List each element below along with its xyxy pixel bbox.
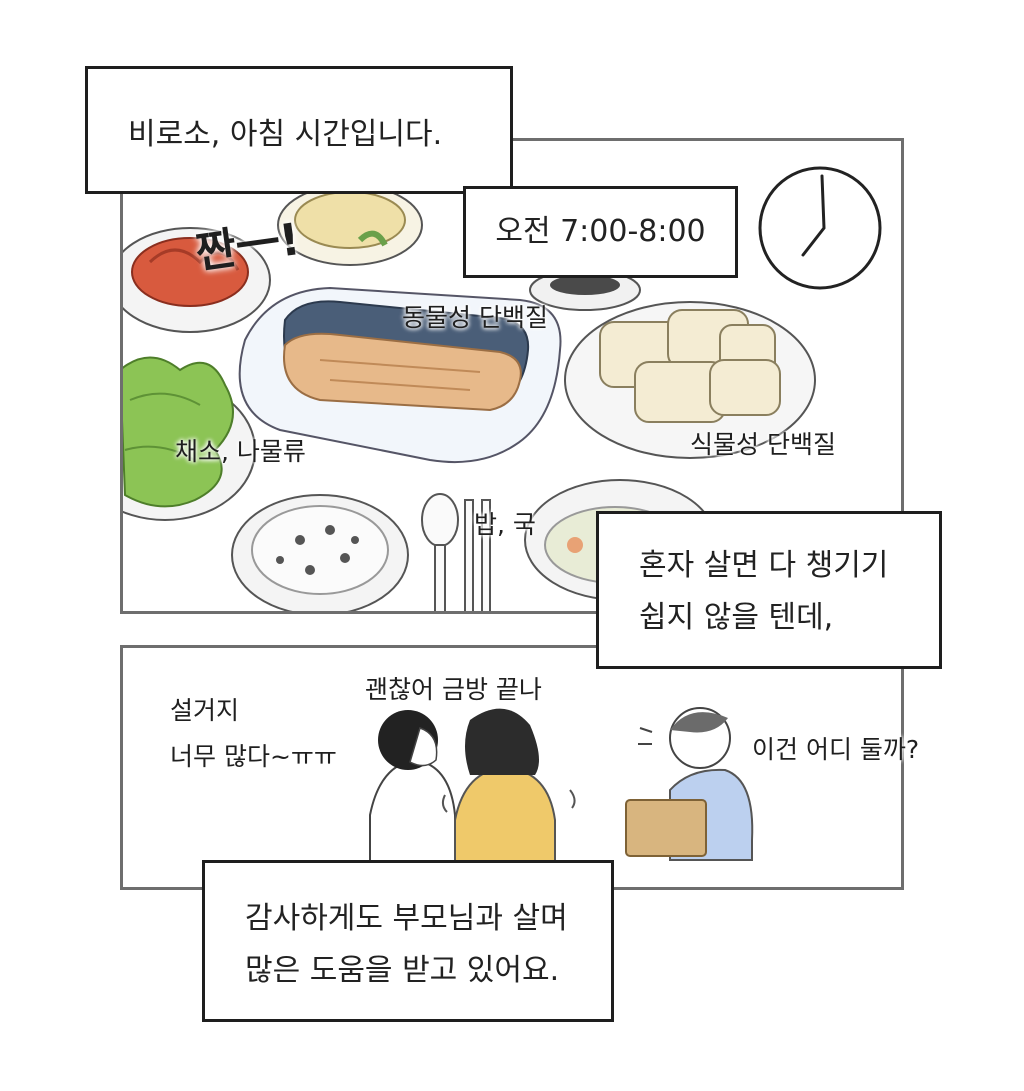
food-illustration — [123, 184, 816, 611]
top-narration-text: 비로소, 아침 시간입니다. — [128, 117, 443, 152]
kimchi-dish — [123, 227, 271, 333]
speech-where: 이건 어디 둘까? — [752, 735, 920, 764]
bottom-narration-line-1: 감사하게도 부모님과 살며 — [245, 901, 568, 936]
small-dish — [529, 269, 641, 311]
spoon-chopsticks — [421, 493, 491, 611]
label-animal-protein: 동물성 단백질 — [402, 303, 548, 332]
dad-figure — [369, 710, 456, 889]
fish-platter — [238, 286, 562, 464]
speech-dishes-line-1: 설거지 — [170, 696, 240, 725]
side-dish-top — [277, 184, 423, 266]
speech-fine: 괜찮어 금방 끝나 — [365, 675, 542, 704]
speech-dishes-line-2: 너무 많다~ㅠㅠ — [170, 742, 337, 771]
bottom-narration-box: 감사하게도 부모님과 살며 많은 도움을 받고 있어요. — [202, 860, 614, 1022]
time-text: 오전 7:00-8:00 — [495, 214, 706, 249]
speech-dishes: 설거지 너무 많다~ㅠㅠ — [170, 688, 337, 780]
clock-icon — [758, 166, 882, 290]
label-vegetables: 채소, 나물류 — [175, 437, 306, 466]
label-plant-protein: 식물성 단백질 — [690, 430, 836, 459]
time-box: 오전 7:00-8:00 — [463, 186, 738, 278]
family-illustration — [369, 707, 754, 889]
rice-bowl — [231, 494, 409, 611]
middle-narration-line-2: 쉽지 않을 텐데, — [639, 600, 834, 635]
bottom-narration-line-2: 많은 도움을 받고 있어요. — [245, 953, 560, 988]
middle-narration-line-1: 혼자 살면 다 챙기기 — [639, 548, 889, 583]
middle-narration-box: 혼자 살면 다 챙기기 쉽지 않을 텐데, — [596, 511, 942, 669]
mom-figure — [441, 708, 576, 889]
label-rice-soup: 밥, 국 — [474, 510, 536, 539]
person-with-box — [625, 707, 754, 861]
tofu-dish — [564, 301, 816, 459]
top-narration-box: 비로소, 아침 시간입니다. — [85, 66, 513, 194]
lettuce-dish — [123, 356, 256, 521]
